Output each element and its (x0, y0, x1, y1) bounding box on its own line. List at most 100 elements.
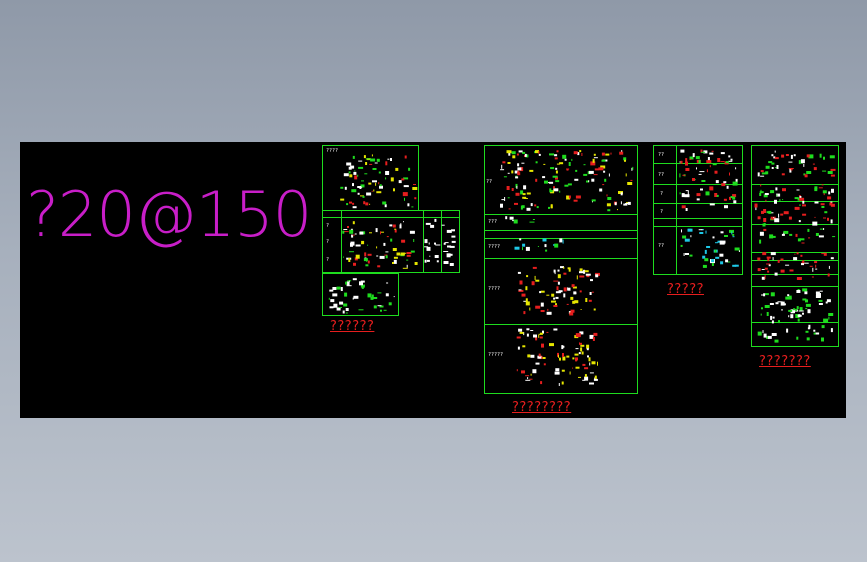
detail-mark (774, 218, 780, 223)
detail-mark (577, 152, 580, 156)
detail-mark (766, 263, 771, 265)
detail-mark (374, 162, 378, 164)
detail-mark (804, 291, 808, 295)
detail-mark (559, 190, 561, 193)
detail-mark (349, 201, 352, 204)
detail-mark (572, 286, 577, 289)
left-sheet-middle[interactable]: ? ? ? (322, 210, 460, 273)
detail-mark (393, 256, 398, 259)
detail-mark (721, 183, 726, 187)
detail-mark (799, 238, 805, 241)
detail-mark (569, 371, 571, 375)
detail-mark (365, 162, 368, 165)
detail-mark (332, 287, 337, 290)
right-sheet-a[interactable]: ?? ?? ? ? ?? (653, 145, 743, 275)
detail-mark (811, 276, 814, 278)
right-sheet-b[interactable] (751, 145, 839, 347)
detail-mark (735, 167, 737, 170)
detail-mark (796, 290, 801, 293)
detail-mark (830, 219, 833, 224)
detail-mark (572, 300, 576, 304)
detail-mark (805, 308, 808, 310)
detail-mark (794, 206, 800, 210)
detail-mark (790, 309, 795, 314)
detail-mark (700, 149, 703, 153)
drawing-canvas[interactable]: ?20@150 ???? ? ? ? ?????? ?? ??? ???? (20, 142, 846, 418)
center-row-label-3: ???? (488, 244, 501, 250)
detail-mark (544, 244, 547, 248)
detail-mark (411, 206, 414, 208)
detail-mark (620, 201, 622, 205)
detail-mark (540, 290, 545, 293)
detail-mark (579, 342, 582, 345)
detail-mark (529, 307, 531, 311)
detail-mark (525, 301, 530, 306)
detail-mark (760, 170, 764, 173)
detail-mark (351, 189, 357, 193)
detail-mark (564, 158, 567, 161)
detail-mark (451, 235, 456, 238)
detail-mark (757, 331, 762, 336)
detail-mark (682, 235, 687, 239)
detail-mark (540, 381, 543, 385)
detail-mark (823, 217, 826, 219)
detail-mark (555, 170, 558, 174)
detail-mark (681, 193, 685, 198)
detail-mark (395, 167, 399, 171)
detail-mark (521, 162, 525, 164)
detail-mark (790, 314, 794, 319)
detail-mark (720, 261, 724, 265)
detail-mark (527, 377, 529, 380)
detail-mark (732, 236, 735, 238)
detail-mark (595, 274, 599, 278)
detail-mark (514, 170, 518, 174)
detail-mark (760, 175, 765, 177)
detail-mark (764, 275, 766, 280)
detail-mark (569, 312, 574, 316)
detail-mark (385, 177, 387, 180)
detail-mark (796, 306, 799, 310)
detail-mark (614, 202, 617, 206)
detail-mark (764, 267, 768, 270)
detail-mark (380, 309, 382, 312)
detail-mark (803, 262, 809, 264)
detail-mark (353, 295, 359, 299)
detail-mark (517, 271, 521, 274)
detail-mark (597, 361, 598, 366)
detail-mark (732, 196, 736, 200)
detail-mark (593, 378, 598, 381)
detail-mark (520, 167, 524, 172)
detail-mark (560, 266, 564, 269)
center-row-label-1: ?? (486, 179, 493, 185)
detail-mark (348, 258, 351, 262)
detail-mark (381, 231, 384, 233)
detail-mark (562, 154, 567, 159)
detail-mark (517, 170, 520, 174)
left-sheet-bottom[interactable] (322, 273, 399, 316)
left-row-label-2: ? (326, 239, 330, 245)
detail-mark (703, 150, 708, 154)
detail-mark (797, 238, 801, 242)
detail-mark (568, 268, 571, 272)
detail-mark (429, 255, 431, 257)
detail-mark (715, 256, 720, 259)
detail-mark (830, 257, 834, 260)
detail-mark (513, 219, 518, 224)
detail-mark (354, 257, 358, 261)
detail-mark (404, 155, 407, 159)
detail-mark (593, 157, 598, 159)
detail-mark (358, 309, 364, 311)
detail-mark (689, 156, 694, 160)
detail-mark (575, 169, 578, 172)
detail-mark (770, 190, 775, 194)
detail-mark (522, 193, 526, 196)
detail-mark (830, 328, 833, 333)
right-a-row-label-3: ? (660, 191, 664, 197)
detail-mark (339, 307, 342, 308)
detail-mark (557, 269, 560, 272)
detail-mark (360, 184, 365, 188)
detail-mark (553, 305, 558, 307)
detail-mark (554, 243, 559, 248)
detail-mark (585, 273, 591, 276)
detail-mark (823, 318, 829, 323)
